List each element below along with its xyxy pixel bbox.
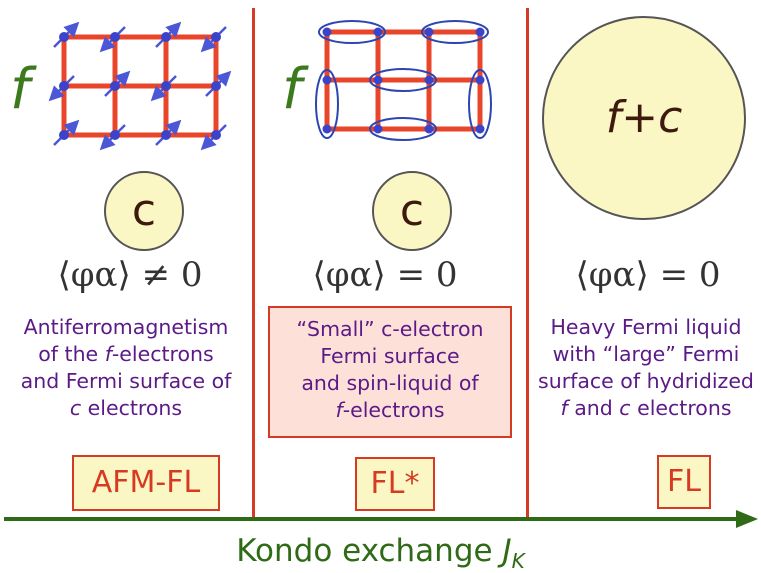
order-parameter-panel-2: ⟨φα⟩ = 0 — [312, 255, 458, 295]
c-label-panel-2: c — [399, 185, 425, 236]
description-panel-2-highlight: “Small” c-electron Fermi surface and spi… — [268, 306, 512, 438]
spin-liquid-lattice — [315, 20, 492, 141]
f-label-panel-2: f — [282, 57, 302, 122]
c-label-panel-1: c — [131, 185, 157, 236]
desc-line: of the f-electrons — [38, 342, 214, 366]
f-plus-c-label: f+c — [605, 92, 683, 143]
desc-line: with “large” Fermi — [552, 342, 740, 366]
phase-badge-afm-fl: AFM-FL — [72, 455, 220, 511]
desc-line: c electrons — [69, 396, 183, 420]
phase-badge-fl-star: FL* — [355, 457, 435, 511]
desc-line: Heavy Fermi liquid — [550, 315, 742, 339]
axis-label-text: Kondo exchange J — [236, 533, 512, 569]
description-panel-1: Antiferromagnetism of the f-electrons an… — [6, 314, 246, 422]
desc-line: and spin-liquid of — [301, 371, 479, 395]
axis-label-subscript: K — [511, 549, 525, 573]
order-parameter-panel-1: ⟨φα⟩ ≠ 0 — [57, 255, 203, 295]
panel-divider-2 — [526, 8, 529, 520]
kondo-axis-arrow — [4, 510, 758, 528]
desc-line: f and c electrons — [560, 396, 732, 420]
desc-line: “Small” c-electron — [296, 317, 484, 341]
c-electron-circle-panel-2: c — [372, 171, 452, 251]
desc-line: Fermi surface — [320, 344, 460, 368]
order-parameter-panel-3: ⟨φα⟩ = 0 — [575, 255, 721, 295]
c-electron-circle-panel-1: c — [104, 171, 184, 251]
f-label-panel-1: f — [10, 57, 30, 122]
axis-label: Kondo exchange JK — [0, 533, 761, 573]
panel-divider-1 — [252, 8, 255, 520]
desc-line: surface of hydridized — [538, 369, 754, 393]
desc-line: f-electrons — [335, 398, 445, 422]
heavy-fermion-circle: f+c — [542, 16, 746, 220]
desc-line: Antiferromagnetism — [23, 315, 229, 339]
description-panel-3: Heavy Fermi liquid with “large” Fermi su… — [531, 314, 761, 422]
desc-line: and Fermi surface of — [20, 369, 232, 393]
afm-spin-lattice — [48, 21, 232, 151]
phase-badge-fl: FL — [657, 455, 711, 509]
